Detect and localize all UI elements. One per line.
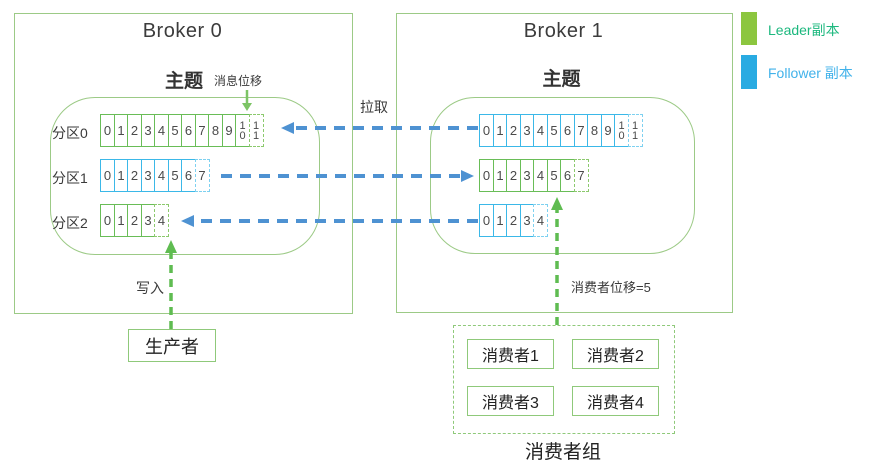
offset-digit: 3 [523,213,531,228]
offset-digit: 1 [252,119,260,132]
broker-0-box [14,13,353,314]
pull-label: 拉取 [360,99,388,115]
offset-cell: 2 [127,114,142,147]
consumer-group-label: 消费者组 [524,442,601,463]
partition-label: 分区2 [52,215,88,231]
consumer-grid: 消费者1 消费者2 消费者3 消费者4 [467,339,659,416]
write-label: 写入 [136,280,164,296]
offset-digit: 6 [563,168,572,183]
offset-digit: 7 [198,123,206,138]
offset-digit: 6 [563,123,572,138]
offset-digit: 0 [482,123,491,138]
offset-digit: 3 [523,123,531,138]
offset-cell: 1 [492,114,508,147]
offset-digit: 4 [157,168,166,183]
offset-digit: 9 [225,123,233,138]
offset-digit: 0 [239,129,246,142]
offset-digit: 1 [117,168,125,183]
offset-cell: 6 [560,159,575,192]
offset-digit: 2 [130,123,139,138]
offset-digit: 3 [144,213,152,228]
offset-digit: 2 [509,123,518,138]
offset-digit: 8 [590,123,599,138]
offset-digit: 4 [157,213,166,228]
offset-digit: 4 [536,168,545,183]
partition-label: 分区1 [52,170,88,186]
follower-replica-legend-label: Follower 副本 [768,65,853,81]
offset-digit: 0 [482,168,491,183]
offset-digit: 0 [103,168,112,183]
offset-digit: 1 [496,123,504,138]
offset-digit: 1 [631,129,639,142]
offset-digit: 5 [550,168,558,183]
follower-replica-swatch [741,55,757,89]
broker-1-topic-label: 主题 [542,69,581,90]
offset-digit: 1 [631,119,639,132]
offset-digit: 7 [577,123,585,138]
consumer-group-box: 消费者1 消费者2 消费者3 消费者4 [453,325,675,434]
offset-digit: 7 [577,168,585,183]
offset-digit: 8 [211,123,220,138]
broker-0-topic-label: 主题 [164,71,203,92]
offset-digit: 5 [171,123,179,138]
offset-digit: 1 [239,119,246,132]
offset-digit: 0 [103,213,112,228]
offset-digit: 2 [509,213,518,228]
offset-digit: 3 [144,168,152,183]
leader-replica-swatch [741,12,757,45]
offset-digit: 7 [198,168,206,183]
message-offset-label: 消息位移 [214,74,263,88]
offset-digit: 1 [252,129,260,142]
broker-1-title: Broker 1 [523,20,604,42]
offset-digit: 3 [144,123,152,138]
consumer-box: 消费者1 [467,339,554,369]
offset-digit: 6 [184,123,193,138]
offset-digit: 2 [130,168,139,183]
offset-digit: 1 [618,119,625,132]
producer-label: 生产者 [145,336,199,357]
partition-label: 分区0 [52,125,88,141]
consumer-box: 消费者2 [572,339,659,369]
offset-digit: 0 [618,129,625,142]
offset-digit: 1 [496,168,504,183]
offset-digit: 1 [117,213,125,228]
producer-box: 生产者 [128,329,216,362]
leader-replica-legend-label: Leader副本 [768,22,840,38]
consumer-offset-label: 消费者位移=5 [571,280,651,295]
offset-cell: 3 [140,114,156,147]
broker-1-box [396,13,733,313]
consumer-box: 消费者4 [572,386,659,416]
consumer-box: 消费者3 [467,386,554,416]
offset-digit: 1 [496,213,504,228]
offset-digit: 4 [157,123,166,138]
offset-digit: 0 [482,213,491,228]
offset-digit: 4 [536,213,545,228]
offset-cell-next: 7 [194,159,210,192]
offset-cell-next: 4 [533,204,548,237]
broker-0-title: Broker 0 [142,20,223,42]
offset-digit: 5 [550,123,558,138]
offset-digit: 4 [536,123,545,138]
offset-cell-next: 7 [573,159,589,192]
offset-digit: 0 [103,123,112,138]
offset-digit: 6 [184,168,193,183]
offset-cell-next: 4 [154,204,169,237]
offset-digit: 2 [130,213,139,228]
offset-digit: 1 [117,123,125,138]
offset-digit: 5 [171,168,179,183]
offset-digit: 3 [523,168,531,183]
offset-digit: 2 [509,168,518,183]
offset-digit: 9 [604,123,612,138]
